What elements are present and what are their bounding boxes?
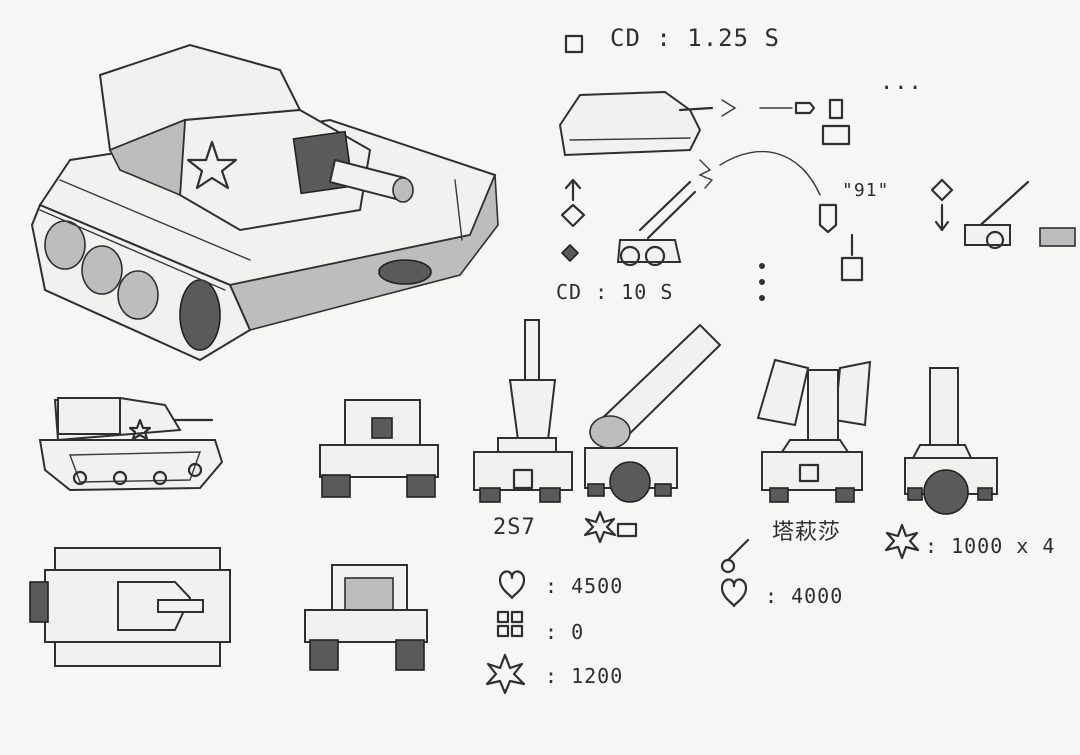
skill-cd-label: CD : 10 S xyxy=(556,280,674,304)
explosion-icon-2s7 xyxy=(583,510,638,544)
unit-tarasa-front-sketch xyxy=(756,358,872,503)
unit-2s7-front-sketch xyxy=(473,319,573,503)
tank-front-view xyxy=(319,399,439,498)
tank-cd-label: CD : 1.25 S xyxy=(610,24,780,52)
top-dots: ... xyxy=(880,70,923,95)
explosion-icon xyxy=(485,653,526,695)
armor-icon xyxy=(496,610,524,638)
stat-tarasa-hp: : 4000 xyxy=(765,584,844,608)
stat-tarasa-attack: : 1000 x 4 xyxy=(925,534,1056,558)
explosion-icon-tarasa xyxy=(884,523,920,560)
heart-icon-tarasa xyxy=(720,578,748,608)
heart-icon xyxy=(498,570,526,600)
tank-rear-view xyxy=(304,564,428,671)
skill-diagram xyxy=(558,34,1076,301)
stat-2s7-armor: : 0 xyxy=(545,620,585,644)
unit-tarasa-side-sketch xyxy=(904,367,998,515)
tank-top-view xyxy=(29,547,231,667)
skill-target-count: "91" xyxy=(842,180,890,201)
tank-isometric-sketch xyxy=(30,43,499,362)
stat-2s7-attack: : 1200 xyxy=(545,664,624,688)
unit-tarasa-label: 塔萩莎 xyxy=(772,520,842,545)
stat-2s7-hp: : 4500 xyxy=(545,574,624,598)
tank-side-view xyxy=(38,396,224,492)
unit-2s7-label: 2S7 xyxy=(493,515,536,540)
artillery-icon xyxy=(720,538,750,574)
unit-2s7-side-sketch xyxy=(584,323,722,503)
